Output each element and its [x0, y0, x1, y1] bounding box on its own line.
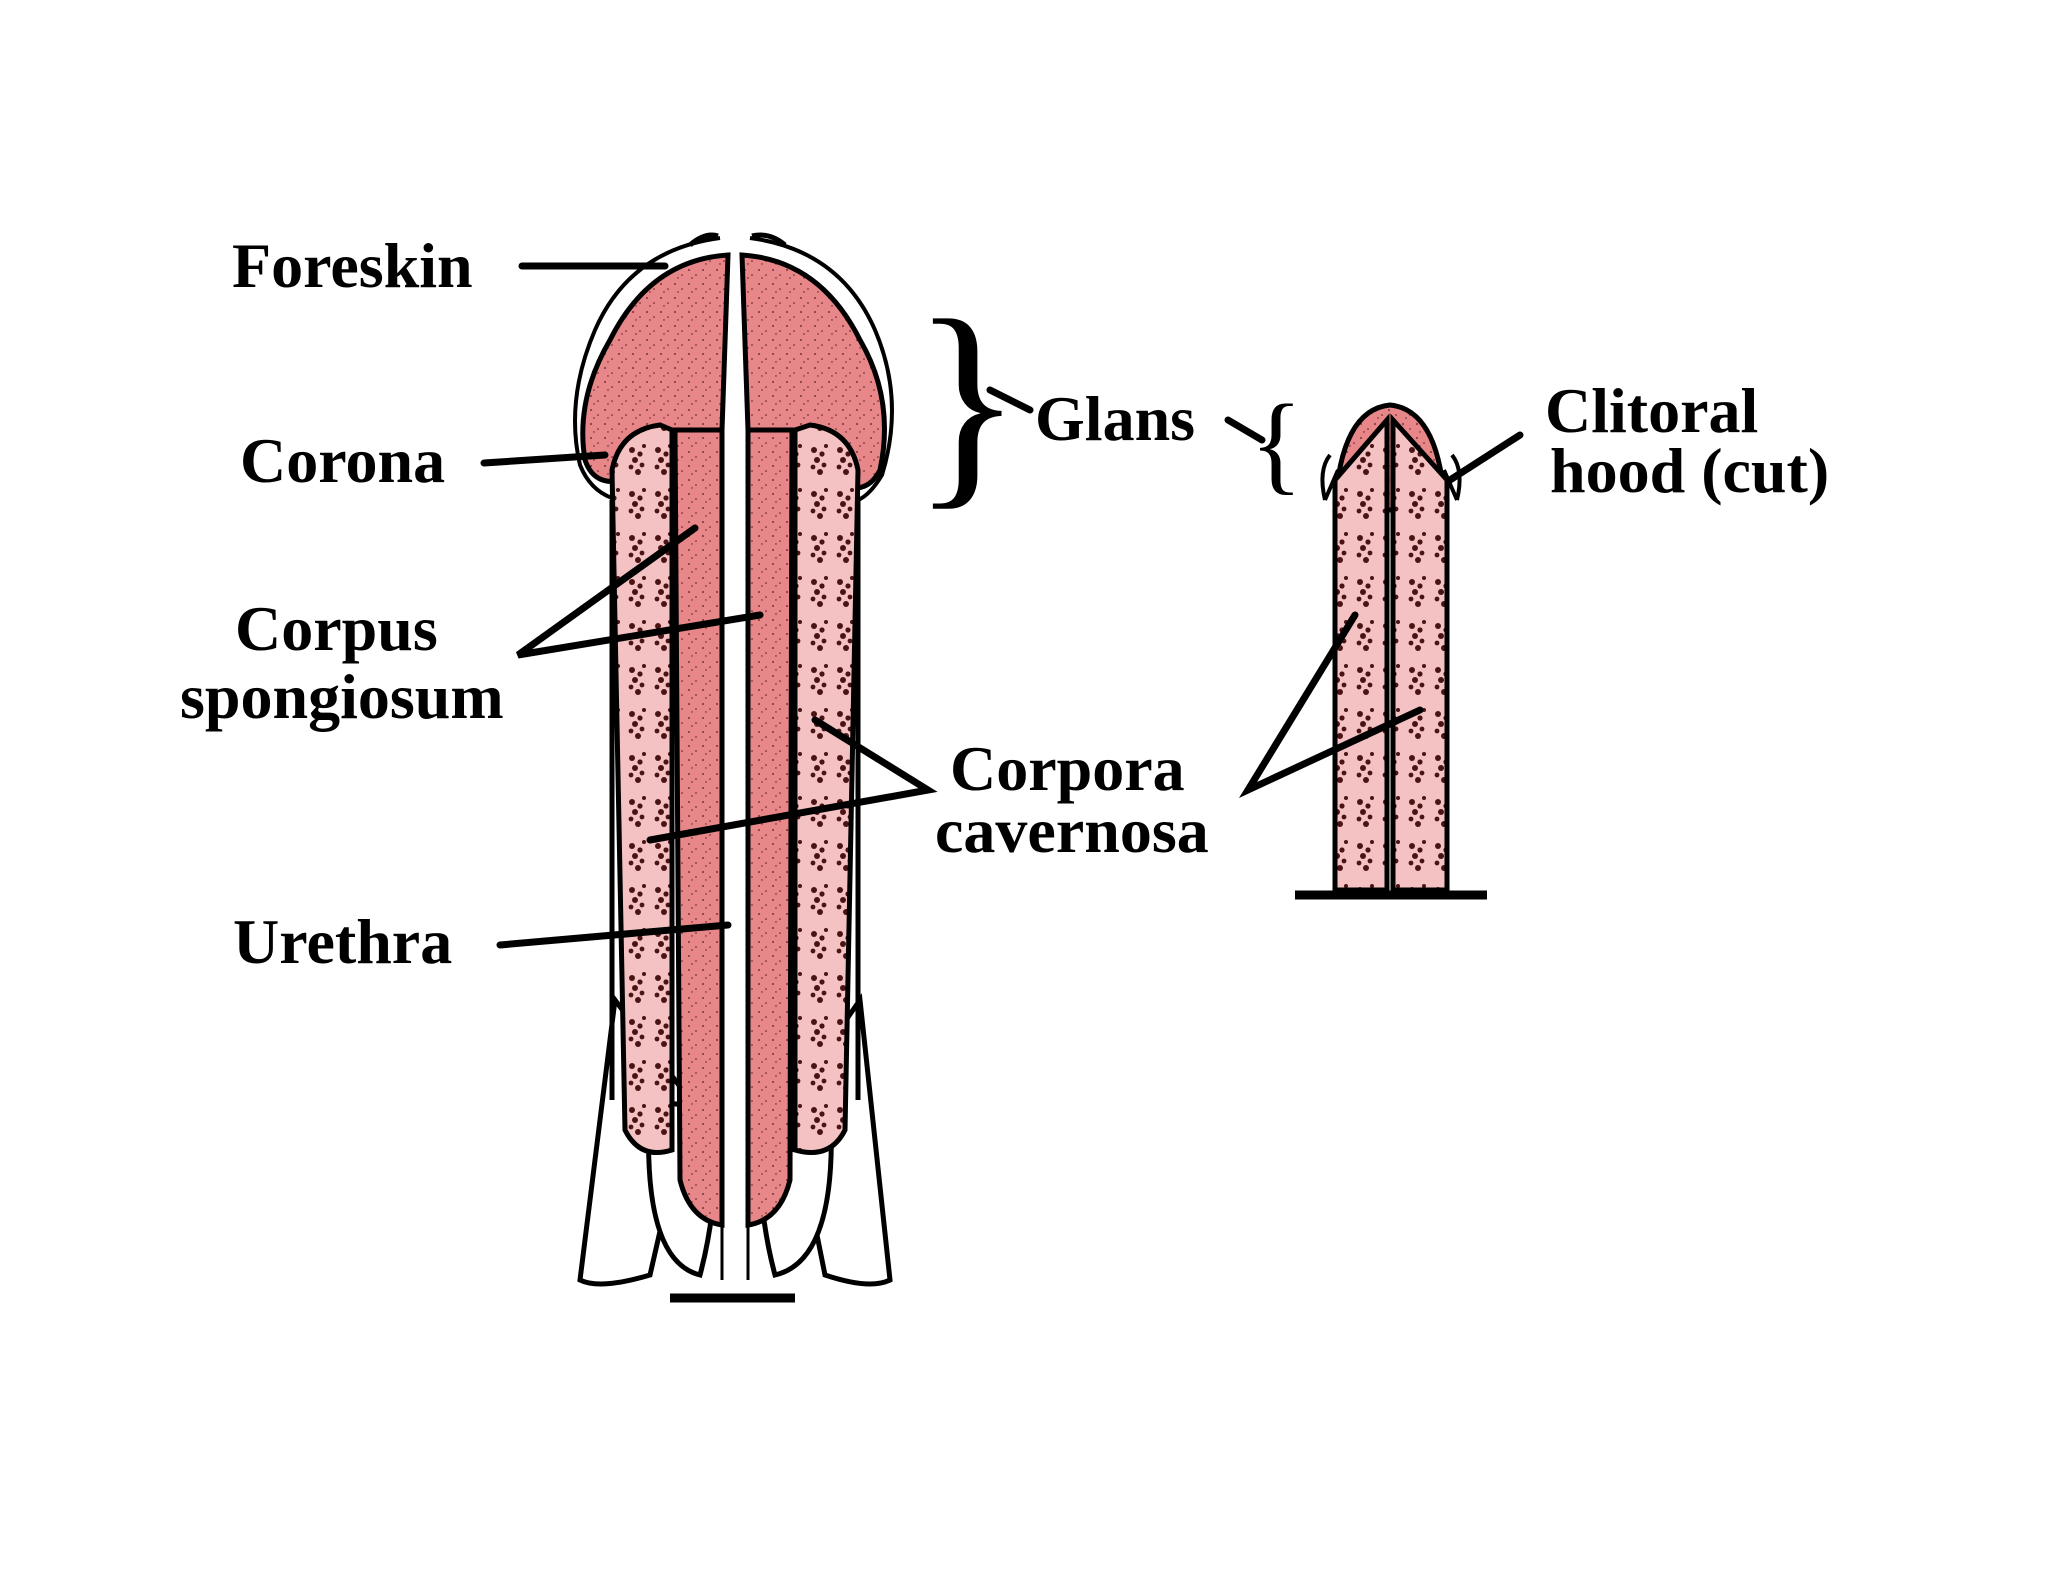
label-urethra: Urethra — [233, 906, 452, 977]
clitoral-body-right — [1390, 413, 1450, 893]
label-clitoral-line2: hood (cut) — [1550, 435, 1829, 506]
corpora-leader-right — [1238, 611, 1424, 799]
label-corpora-line2: cavernosa — [935, 795, 1209, 866]
foreskin-cap — [688, 232, 787, 247]
corona-leader — [480, 451, 609, 467]
glans-brace-large: } — [912, 273, 1022, 528]
label-corona: Corona — [240, 425, 445, 496]
glans-leader-left — [986, 386, 1034, 414]
label-glans: Glans — [1035, 383, 1195, 454]
label-corpus-line1: Corpus — [235, 593, 438, 664]
label-foreskin: Foreskin — [232, 230, 473, 301]
clitoral-hood-leader — [1446, 431, 1524, 484]
penis-diagram — [573, 232, 894, 1303]
clitoral-body-left — [1332, 413, 1390, 893]
foreskin-outline — [573, 236, 721, 500]
corpora-leader-left — [646, 716, 938, 844]
cavernosum-left — [609, 422, 675, 1155]
clitoral-hood-left — [1320, 453, 1340, 501]
glans-leader-right — [1224, 416, 1266, 444]
glans-brace-small: { — [1250, 382, 1303, 504]
corpus-leader — [515, 524, 764, 659]
urethra-leader — [496, 921, 732, 949]
cavernosum-right — [792, 422, 861, 1155]
label-clitoral-line1: Clitoral — [1545, 375, 1758, 446]
foreskin-outline — [749, 236, 894, 502]
urethra-channel — [720, 430, 750, 1280]
leader-lines — [480, 262, 1524, 949]
label-corpus-line2: spongiosum — [180, 661, 504, 732]
label-corpora-line1: Corpora — [950, 733, 1185, 804]
spongiosum-right — [745, 427, 795, 1228]
